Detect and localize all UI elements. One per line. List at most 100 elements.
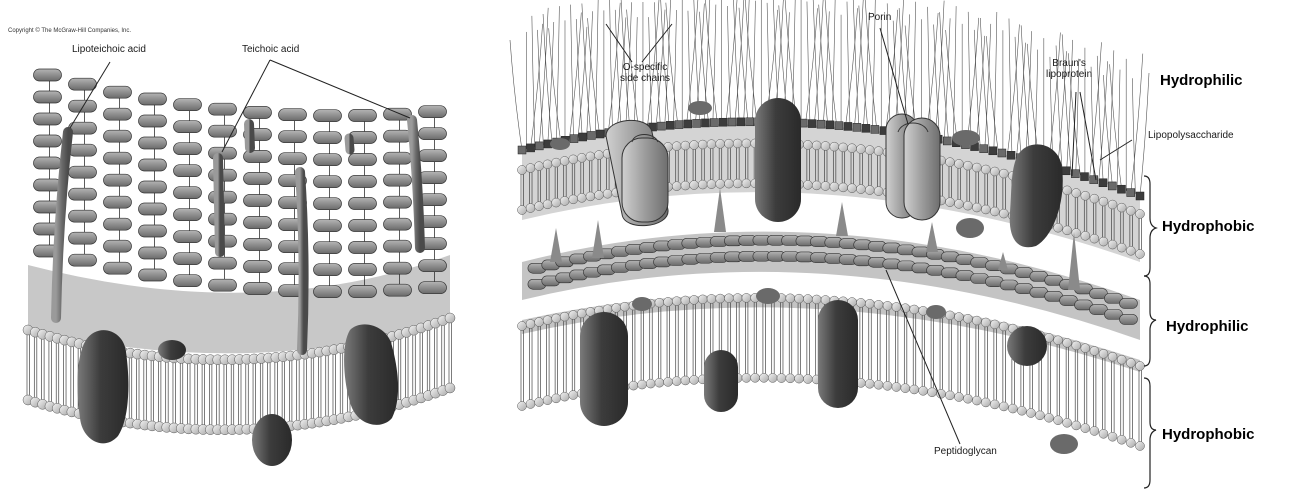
label-teichoic-acid: Teichoic acid [242,44,299,55]
lipid-head [999,209,1008,218]
lipid-head [724,294,733,303]
lipid-head [1117,435,1126,444]
peptidoglycan-unit [419,260,447,272]
lipid-head [1126,438,1135,447]
lipid-head [716,139,725,148]
peptidoglycan-unit [104,130,132,142]
lipid-head [812,295,821,304]
lipid-head [1136,250,1145,259]
lipid-head [707,294,716,303]
lipid-head [1081,424,1090,433]
lipid-head [972,316,981,325]
peptidoglycan-unit [349,286,377,298]
region-braces [1144,176,1156,488]
lipid-head [945,158,954,167]
lipid-head [681,141,690,150]
peptidoglycan-unit [314,242,342,254]
lipid-head [999,169,1008,178]
peptidoglycan-unit [104,108,132,120]
lipid-head [1063,418,1072,427]
lps-unit [684,120,692,128]
lipid-head [535,398,544,407]
lipid-head [777,374,786,383]
lipid-head [1090,234,1099,243]
lipid-head [1081,191,1090,200]
lipid-head [560,392,569,401]
peptidoglycan-unit [34,113,62,125]
peptidoglycan-unit [1119,298,1137,308]
lipid-head [733,179,742,188]
peptidoglycan-unit [314,154,342,166]
lipid-head [901,384,910,393]
peptidoglycan-unit [104,262,132,274]
lipid-head [1054,416,1063,425]
peptidoglycan-unit [384,152,412,164]
peptidoglycan-unit [174,143,202,155]
lps-unit [675,121,683,129]
peptidoglycan-unit [139,203,167,215]
lipid-head [803,295,812,304]
peptidoglycan-unit [244,283,272,295]
peptidoglycan-unit [349,110,377,122]
lipid-head [990,207,999,216]
peptidoglycan-unit [384,218,412,230]
peptidoglycan-unit [174,121,202,133]
peptidoglycan-unit [419,106,447,118]
lipid-head [803,375,812,384]
lipid-head [1063,186,1072,195]
peptidoglycan-unit [419,282,447,294]
lipid-head [526,399,535,408]
peptidoglycan-unit [69,144,97,156]
lipid-head [1035,411,1044,420]
membrane-protein [158,340,186,360]
peptidoglycan-unit [244,217,272,229]
peptidoglycan-unit [34,135,62,147]
lipid-head [445,313,455,323]
peptidoglycan-unit [139,225,167,237]
lps-unit [871,125,879,133]
peptidoglycan-unit [69,254,97,266]
lipid-head [526,204,535,213]
lipid-head [795,294,804,303]
protein-knob [632,297,652,311]
lipid-head [856,185,865,194]
lipid-head [768,373,777,382]
lps-unit [1007,151,1015,159]
lps-unit [844,122,852,130]
lps-unit [1099,179,1107,187]
lipid-head [1017,406,1026,415]
lipid-head [1126,246,1135,255]
peptidoglycan-unit [174,99,202,111]
peptidoglycan-unit [69,188,97,200]
lipid-head [1072,341,1081,350]
protein-knob [688,101,712,115]
lipid-head [1136,442,1145,451]
lipid-head [1081,344,1090,353]
lipid-head [999,322,1008,331]
lipid-head [830,182,839,191]
peptidoglycan-unit [384,174,412,186]
lipid-head [1054,336,1063,345]
lipid-head [1117,355,1126,364]
lps-unit [719,118,727,126]
lps-unit [527,144,535,152]
brace-hydrophobic-2 [1144,378,1156,488]
lipid-head [1099,237,1108,246]
lipid-head [552,198,561,207]
lipid-head [1090,194,1099,203]
lipid-head [892,302,901,311]
lipid-head [577,309,586,318]
lipid-head [716,294,725,303]
lipid-head [981,318,990,327]
lipid-head [569,195,578,204]
peptidoglycan-unit [139,115,167,127]
lipid-head [560,312,569,321]
lipid-head [954,313,963,322]
peptidoglycan-unit [1119,314,1137,324]
lipid-head [972,203,981,212]
lipid-head [629,381,638,390]
peptidoglycan-unit [139,269,167,281]
lipid-head [1099,197,1108,206]
brauns-leader [1080,92,1096,180]
lipid-head [1117,203,1126,212]
